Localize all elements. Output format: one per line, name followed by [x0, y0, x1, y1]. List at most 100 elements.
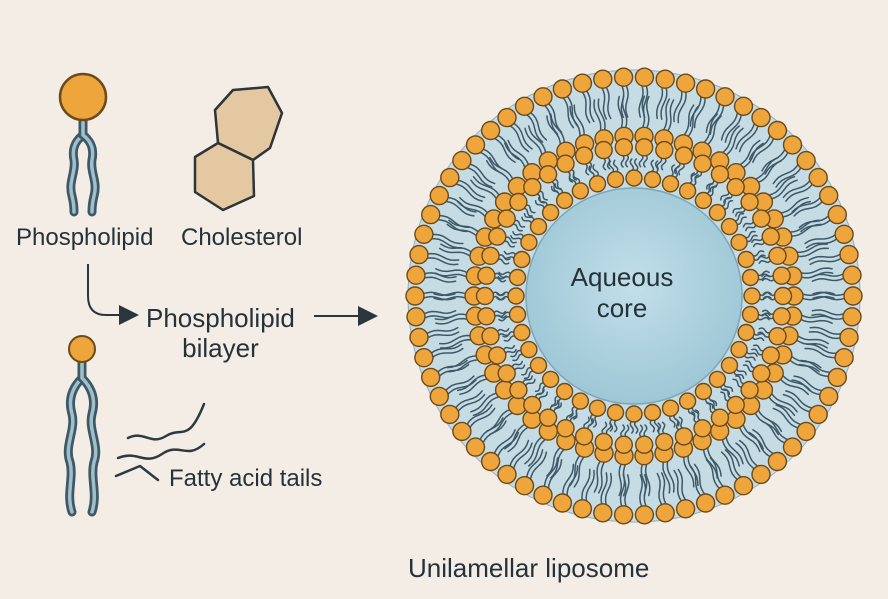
lipid-tail — [602, 157, 607, 171]
lipid-tail — [656, 472, 663, 506]
lipid-tail — [581, 468, 591, 502]
lipid-head — [613, 505, 634, 525]
lipid-head — [643, 403, 662, 422]
lipid-tail — [426, 331, 460, 339]
lipid-head — [509, 192, 528, 212]
lipid-head — [541, 370, 560, 389]
lipid-tail — [662, 460, 671, 494]
lipid-tail — [504, 348, 517, 356]
lipid-tail — [812, 295, 846, 301]
lipid-tail — [757, 312, 771, 317]
fatty-acid-tails-icon — [114, 402, 206, 482]
lipid-head — [726, 177, 745, 197]
lipid-tail — [725, 435, 744, 465]
lipid-tail — [593, 414, 599, 428]
lipid-tail — [502, 240, 516, 248]
lipid-tail — [503, 250, 517, 257]
lipid-head — [767, 451, 788, 472]
lipid-tail — [496, 134, 520, 161]
lipid-tail — [430, 343, 463, 355]
lipid-tail — [743, 230, 756, 239]
lipid-tail — [513, 364, 526, 373]
lipid-head — [843, 286, 863, 306]
lipid-head — [520, 233, 538, 252]
lipid-tail — [669, 164, 675, 178]
lipid-tail — [524, 204, 536, 214]
lipid-head — [708, 370, 727, 389]
lipid-tail — [485, 408, 511, 433]
lipid-head — [740, 380, 759, 400]
lipid-tail — [795, 339, 828, 349]
lipid-tail — [622, 463, 627, 497]
lipid-tail — [723, 199, 734, 210]
lipid-tail — [444, 375, 475, 392]
flow-arrows — [87, 264, 378, 326]
lipid-head — [406, 265, 426, 285]
lipid-head — [440, 167, 460, 188]
lipid-tail — [620, 154, 625, 168]
lipid-tail — [581, 90, 591, 124]
lipid-head — [695, 79, 716, 99]
lipid-head — [733, 476, 754, 496]
lipid-tail — [440, 243, 473, 253]
lipid-head — [625, 405, 643, 423]
cholesterol-rings-icon — [193, 85, 284, 212]
lipid-tail — [523, 370, 535, 380]
lipid-tail — [796, 247, 830, 258]
lipid-tail — [568, 174, 577, 187]
lipid-tail — [446, 223, 478, 237]
lipid-head — [827, 204, 847, 225]
lipid-tail — [422, 276, 457, 283]
lipid-tail — [547, 102, 563, 134]
lipid-tail — [569, 105, 581, 138]
lipid-head — [693, 419, 712, 438]
lipid-tail — [435, 268, 469, 274]
lipid-tail — [496, 295, 510, 301]
lipid-tail — [585, 89, 595, 123]
lipid-tail — [504, 423, 526, 450]
lipid-tail — [775, 404, 802, 426]
lipid-head — [726, 395, 745, 415]
lipid-tail — [754, 411, 780, 436]
lipid-tail — [683, 104, 695, 137]
lipid-tail — [583, 162, 590, 176]
lipid-tail — [758, 259, 772, 264]
lipid-tail — [721, 125, 741, 154]
lipid-head — [678, 182, 697, 200]
lipid-tail — [693, 463, 706, 496]
lipid-tail — [431, 347, 464, 359]
lipid-tail — [583, 416, 590, 430]
lipid-head — [730, 340, 748, 359]
lipid-tail — [592, 164, 599, 178]
lipid-tail — [799, 318, 833, 324]
lipid-head — [514, 96, 535, 117]
lipid-head — [523, 177, 542, 197]
lipid-tail — [758, 291, 772, 297]
lipid-tail — [702, 113, 718, 144]
lipid-tail — [751, 250, 765, 257]
lipid-tail — [550, 448, 566, 479]
lipid-tail — [511, 360, 523, 369]
lipid-tail — [704, 183, 714, 195]
lipid-tail — [512, 122, 533, 150]
lipid-tail — [720, 190, 730, 201]
lipid-head — [533, 485, 553, 505]
lipid-head — [594, 432, 613, 452]
lipid-head — [538, 408, 558, 427]
lipid-tail — [472, 175, 501, 197]
lipid-tail — [678, 416, 685, 430]
lipid-tail — [723, 193, 733, 204]
lipid-tail — [657, 422, 662, 436]
lipid-head — [588, 399, 607, 417]
lipid-tail — [720, 451, 739, 481]
lipid-tail — [691, 174, 699, 187]
lipid-tail — [425, 326, 459, 335]
lipid-tail — [466, 166, 493, 188]
lipid-tail — [538, 190, 548, 201]
lipid-tail — [721, 438, 741, 467]
lipid-tail — [446, 355, 478, 369]
lipid-tail — [543, 457, 559, 488]
lipid-head — [710, 165, 730, 184]
lipid-head — [497, 364, 516, 383]
aqueous-core — [525, 187, 743, 405]
